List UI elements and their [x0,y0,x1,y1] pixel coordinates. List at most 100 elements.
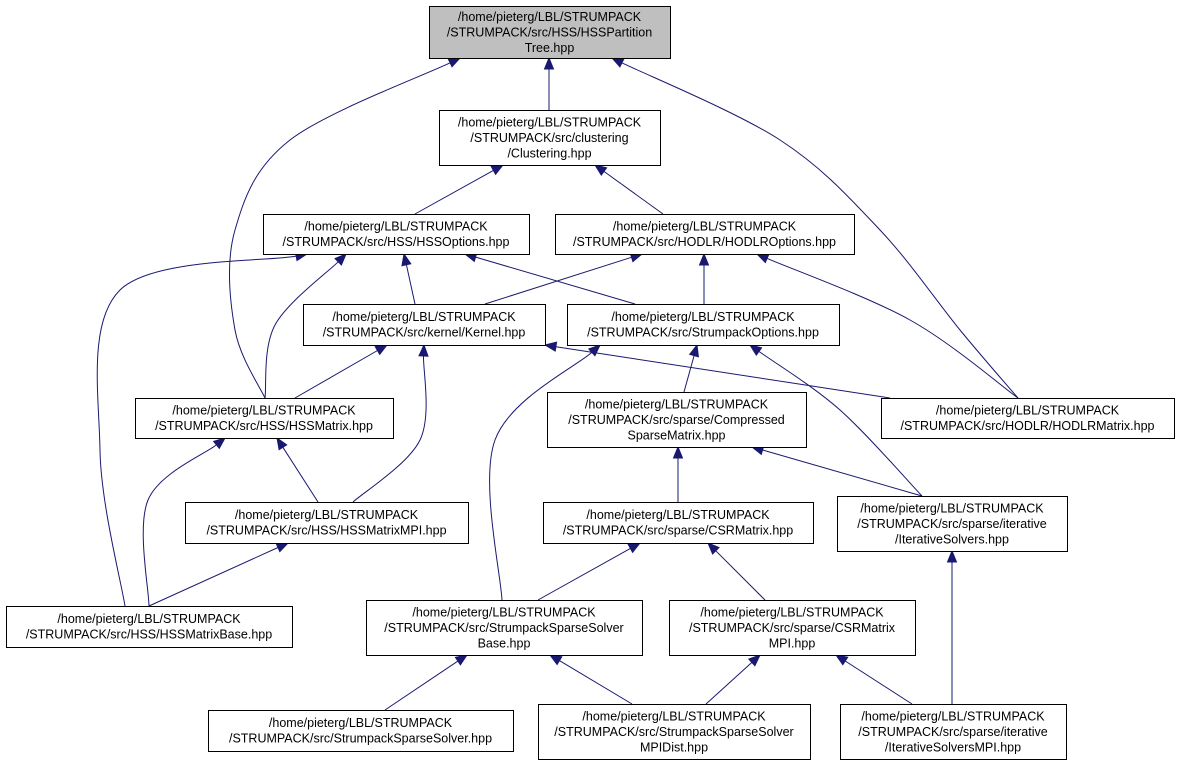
node-label-line: /home/pieterg/LBL/STRUMPACK [586,508,770,522]
node-box[interactable] [538,704,811,760]
edge-line [405,264,416,305]
edge-line [282,447,319,503]
edge-strumpack_options-to-hodlr_options [698,252,710,304]
edge-hss_matrix_base-to-hss_matrix_mpi [148,542,290,607]
edge-iterative_solvers_mpi-to-iterative_solvers [946,549,958,704]
edge-line [475,256,636,305]
node-label-line: /STRUMPACK/src/HSS/HSSOptions.hpp [283,235,510,249]
node-box[interactable] [208,710,514,752]
node-label-line: /home/pieterg/LBL/STRUMPACK [304,220,488,234]
node-hodlr_options[interactable]: /home/pieterg/LBL/STRUMPACK/STRUMPACK/sr… [555,214,855,255]
node-label-line: /home/pieterg/LBL/STRUMPACK [458,10,642,24]
node-box[interactable] [881,398,1175,439]
node-label-line: Tree.hpp [525,41,575,55]
edge-hss_options-to-clustering [414,164,505,215]
node-iterative_solvers_mpi[interactable]: /home/pieterg/LBL/STRUMPACK/STRUMPACK/sr… [840,704,1067,760]
node-label-line: /home/pieterg/LBL/STRUMPACK [582,709,766,723]
edge-arrowhead [543,341,558,352]
edge-line [294,350,378,399]
node-label-line: /STRUMPACK/src/clustering [470,131,628,145]
node-hss_options[interactable]: /home/pieterg/LBL/STRUMPACK/STRUMPACK/sr… [263,214,530,255]
edge-sparse_solver_mpi_dist-to-sparse_solver_base [548,654,633,705]
node-hodlr_matrix[interactable]: /home/pieterg/LBL/STRUMPACK/STRUMPACK/sr… [881,398,1175,439]
edge-arrowhead [747,654,761,667]
node-label-line: /STRUMPACK/src/HSS/HSSMatrixBase.hpp [26,628,272,642]
node-box[interactable] [135,398,394,439]
edge-line [559,660,633,705]
node-label-line: /STRUMPACK/src/HODLR/HODLROptions.hpp [573,235,836,249]
node-label-line: /home/pieterg/LBL/STRUMPACK [861,709,1045,723]
node-clustering[interactable]: /home/pieterg/LBL/STRUMPACK/STRUMPACK/sr… [439,110,661,166]
node-label-line: /home/pieterg/LBL/STRUMPACK [235,508,419,522]
node-label-line: /STRUMPACK/src/HSS/HSSMatrix.hpp [155,419,373,433]
node-sparse_solver[interactable]: /home/pieterg/LBL/STRUMPACK/STRUMPACK/sr… [208,710,514,752]
edge-line [705,662,753,705]
node-label-line: /home/pieterg/LBL/STRUMPACK [412,605,596,619]
edge-arrowhead [543,56,555,70]
node-label-line: /STRUMPACK/src/StrumpackSparseSolver [554,725,793,739]
edge-arrowhead [276,436,288,451]
node-label-line: /home/pieterg/LBL/STRUMPACK [936,404,1120,418]
node-label-line: /STRUMPACK/src/HSS/HSSMatrixMPI.hpp [206,524,446,538]
edge-line [489,352,593,601]
node-box[interactable] [185,502,469,544]
node-box[interactable] [837,496,1068,552]
node-box[interactable] [547,392,807,448]
edge-arrowhead [946,549,958,563]
edge-arrowhead [755,253,770,264]
node-label-line: /STRUMPACK/src/HODLR/HODLRMatrix.hpp [901,419,1155,433]
edge-sparse_solver_base-to-strumpack_options [489,344,601,601]
node-strumpack_options[interactable]: /home/pieterg/LBL/STRUMPACK/STRUMPACK/sr… [567,304,840,346]
node-box[interactable] [669,600,916,656]
node-hss_matrix_mpi[interactable]: /home/pieterg/LBL/STRUMPACK/STRUMPACK/sr… [185,502,469,544]
edge-csr_matrix-to-compressed_sparse_matrix [672,445,684,502]
node-box[interactable] [543,502,814,544]
node-box[interactable] [366,600,643,656]
node-box[interactable] [429,6,671,59]
node-label-line: SparseMatrix.hpp [628,428,726,442]
edge-line [414,169,494,215]
node-label-line: /home/pieterg/LBL/STRUMPACK [57,612,241,626]
node-label-line: /STRUMPACK/src/sparse/iterative [857,517,1046,531]
edge-line [142,444,217,607]
node-sparse_solver_mpi_dist[interactable]: /home/pieterg/LBL/STRUMPACK/STRUMPACK/sr… [538,704,811,760]
node-box[interactable] [6,606,293,648]
edge-arrowhead [490,164,505,176]
edge-kernel-to-hodlr_options [484,252,644,305]
node-box[interactable] [439,110,661,166]
node-label-line: /home/pieterg/LBL/STRUMPACK [172,404,356,418]
edge-arrowhead [707,542,720,555]
nodes-layer: /home/pieterg/LBL/STRUMPACK/STRUMPACK/sr… [6,6,1175,760]
node-compressed_sparse_matrix[interactable]: /home/pieterg/LBL/STRUMPACK/STRUMPACK/sr… [547,392,807,448]
edge-arrowhead [748,344,763,356]
edge-line [715,550,766,601]
node-box[interactable] [840,704,1067,760]
node-label-line: /STRUMPACK/src/StrumpackSparseSolver.hpp [229,732,492,746]
edge-sparse_solver_mpi_dist-to-csr_matrix_mpi [705,654,761,705]
node-box[interactable] [567,304,840,346]
node-hss_partition_tree[interactable]: /home/pieterg/LBL/STRUMPACK/STRUMPACK/sr… [429,6,671,59]
edge-arrowhead [418,343,429,357]
edge-arrowhead [212,437,227,450]
node-label-line: /IterativeSolversMPI.hpp [885,740,1021,754]
node-hss_matrix[interactable]: /home/pieterg/LBL/STRUMPACK/STRUMPACK/sr… [135,398,394,439]
node-label-line: /STRUMPACK/src/sparse/Compressed [568,413,785,427]
edge-line [603,170,664,215]
node-sparse_solver_base[interactable]: /home/pieterg/LBL/STRUMPACK/STRUMPACK/sr… [366,600,643,656]
node-kernel[interactable]: /home/pieterg/LBL/STRUMPACK/STRUMPACK/sr… [303,304,546,346]
edge-csr_matrix_mpi-to-csr_matrix [707,542,766,601]
node-csr_matrix_mpi[interactable]: /home/pieterg/LBL/STRUMPACK/STRUMPACK/sr… [669,600,916,656]
node-hss_matrix_base[interactable]: /home/pieterg/LBL/STRUMPACK/STRUMPACK/sr… [6,606,293,648]
edge-hss_matrix_mpi-to-hss_matrix [276,436,319,503]
edge-hss_matrix-to-hss_options [264,253,347,399]
node-box[interactable] [263,214,530,255]
node-iterative_solvers[interactable]: /home/pieterg/LBL/STRUMPACK/STRUMPACK/sr… [837,496,1068,552]
node-box[interactable] [303,304,546,346]
edge-arrowhead [698,252,710,266]
edge-arrowhead [447,57,462,68]
node-box[interactable] [555,214,855,255]
node-csr_matrix[interactable]: /home/pieterg/LBL/STRUMPACK/STRUMPACK/sr… [543,502,814,544]
edge-arrowhead [374,344,389,356]
edge-arrowhead [275,542,290,553]
